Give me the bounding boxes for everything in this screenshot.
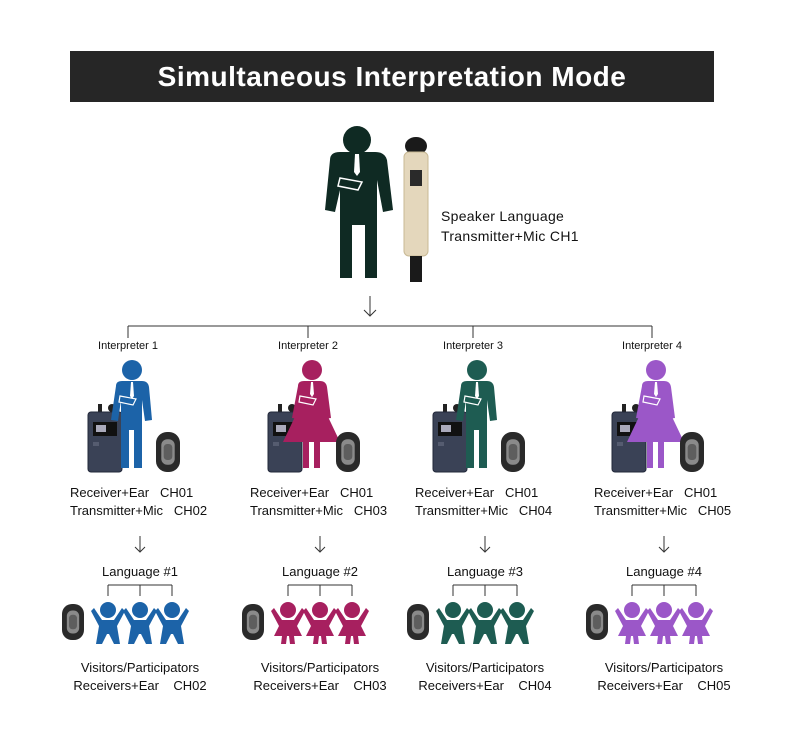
interpreter-label: Interpreter 3 (443, 340, 503, 352)
earpiece-icon (156, 432, 180, 472)
arrow-down-icon (658, 536, 670, 553)
participant-figure (335, 602, 369, 644)
participant-figure (679, 602, 713, 644)
participant-figure (91, 602, 125, 644)
participant-figure (647, 602, 681, 644)
language-bracket (631, 584, 697, 596)
speaker-language: Speaker Language (441, 208, 565, 224)
earpiece-icon (501, 432, 525, 472)
language-label: Language #1 (102, 564, 178, 579)
receiver-channel: Receiver+Ear CH01 (594, 485, 718, 500)
visitor-channel: Receivers+Ear CH04 (418, 678, 552, 693)
receiver-icon (87, 404, 123, 473)
earpiece-icon (680, 432, 704, 472)
visitor-channel: Receivers+Ear CH02 (73, 678, 207, 693)
interpreter-label: Interpreter 2 (278, 340, 338, 352)
participant-figure (436, 602, 470, 644)
arrow-down-icon (479, 536, 491, 553)
receiver-channel: Receiver+Ear CH01 (415, 485, 539, 500)
language-label: Language #2 (282, 564, 358, 579)
receiver-icon (432, 404, 468, 473)
interpreter-label: Interpreter 1 (98, 340, 158, 352)
transmitter-channel: Transmitter+Mic CH04 (415, 503, 553, 518)
receiver-channel: Receiver+Ear CH01 (250, 485, 374, 500)
interpreter-figure (283, 360, 340, 468)
language-bracket (452, 584, 518, 596)
visitor-title: Visitors/Participators (80, 660, 200, 675)
visitor-channel: Receivers+Ear CH05 (597, 678, 731, 693)
interpreter-figure (627, 360, 684, 468)
participant-figure (500, 602, 534, 644)
earpiece-icon (336, 432, 360, 472)
interpreter-figure (111, 360, 152, 468)
visitor-channel: Receivers+Ear CH03 (253, 678, 387, 693)
interpreter-figure (456, 360, 497, 468)
visitor-title: Visitors/Participators (260, 660, 380, 675)
language-label: Language #4 (626, 564, 702, 579)
visitor-title: Visitors/Participators (604, 660, 724, 675)
visitor-title: Visitors/Participators (425, 660, 545, 675)
arrow-head-main (363, 309, 377, 317)
participant-figure (615, 602, 649, 644)
title-banner: Simultaneous Interpretation Mode (70, 51, 714, 102)
participant-figure (155, 602, 189, 644)
participant-figure (271, 602, 305, 644)
participant-figure (303, 602, 337, 644)
transmitter-channel: Transmitter+Mic CH05 (594, 503, 732, 518)
earpiece-icon (407, 604, 429, 640)
interpreter-label: Interpreter 4 (622, 340, 682, 352)
handheld-mic-icon (403, 137, 429, 282)
speaker-transmitter: Transmitter+Mic CH1 (441, 228, 579, 244)
earpiece-icon (586, 604, 608, 640)
receiver-channel: Receiver+Ear CH01 (70, 485, 194, 500)
transmitter-channel: Transmitter+Mic CH02 (70, 503, 208, 518)
page-title: Simultaneous Interpretation Mode (157, 60, 627, 92)
speaker-label: Speaker Language Transmitter+Mic CH1 (441, 206, 579, 246)
language-bracket (287, 584, 353, 596)
participant-figure (468, 602, 502, 644)
earpiece-icon (62, 604, 84, 640)
language-label: Language #3 (447, 564, 523, 579)
arrow-down-icon (134, 536, 146, 553)
participant-figure (123, 602, 157, 644)
arrow-down-icon (314, 536, 326, 553)
transmitter-channel: Transmitter+Mic CH03 (250, 503, 388, 518)
language-bracket (107, 584, 173, 596)
earpiece-icon (242, 604, 264, 640)
speaker-figure (325, 126, 393, 278)
